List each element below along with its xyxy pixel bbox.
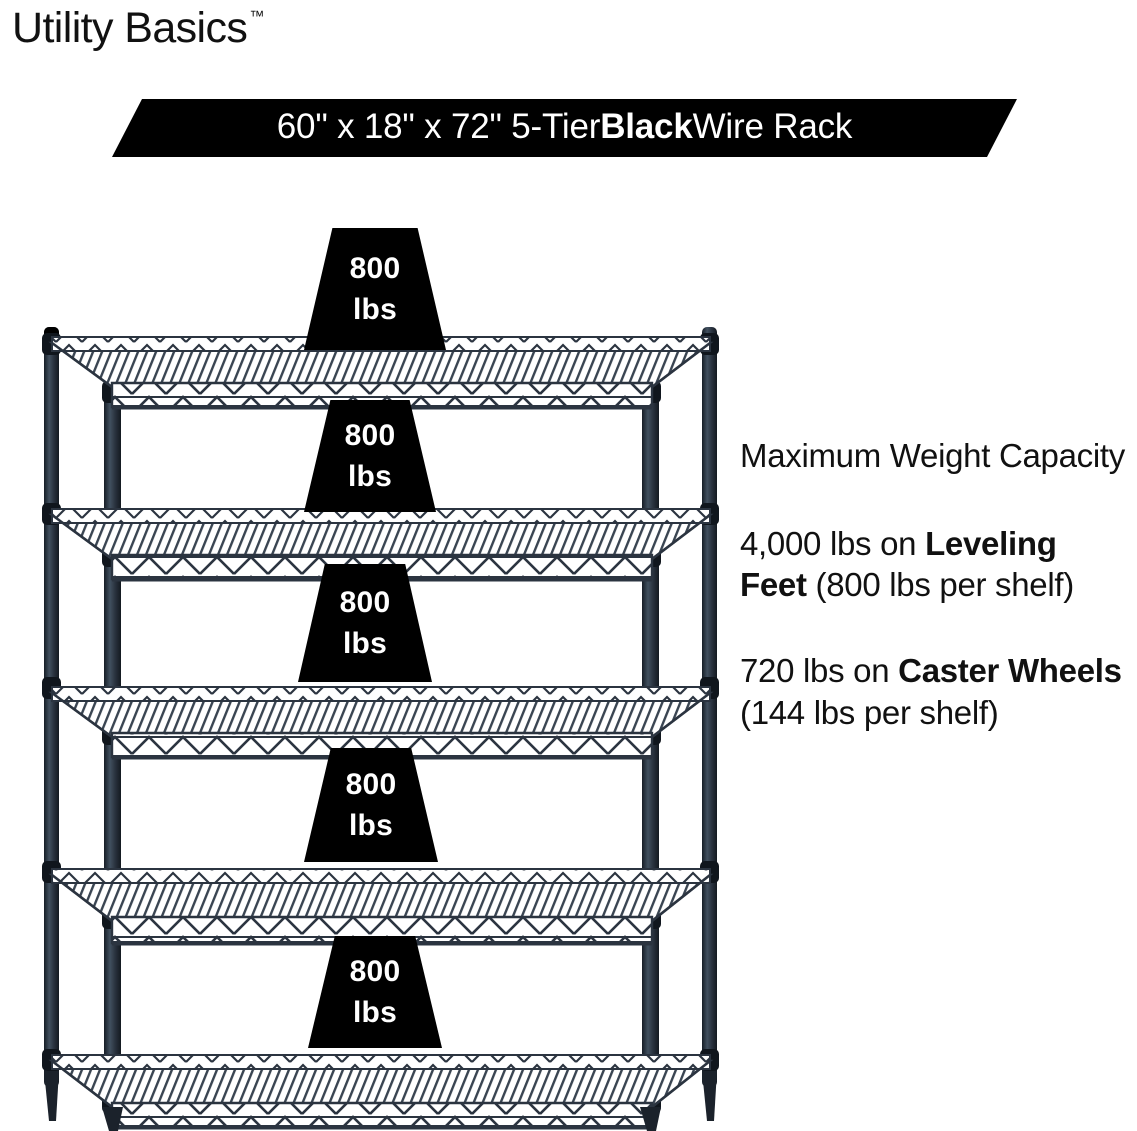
caster-wheels-capacity: 720 lbs on Caster Wheels (144 lbs per sh… xyxy=(740,650,1132,733)
banner-title-suffix: Wire Rack xyxy=(692,107,853,146)
weight-badge-value: 800 xyxy=(349,251,401,285)
banner-background-shape xyxy=(112,99,1017,157)
weight-badge-unit: lbs xyxy=(349,809,393,842)
caster-capacity-suffix: (144 lbs per shelf) xyxy=(740,693,999,731)
weight-badge-unit: lbs xyxy=(353,996,397,1029)
wire-rack-illustration xyxy=(30,215,740,1131)
brand-name: Utility Basics xyxy=(12,4,248,52)
leveling-capacity-suffix: (800 lbs per shelf) xyxy=(806,566,1075,604)
weight-badge-value: 800 xyxy=(339,585,391,619)
weight-badge-tier-3: 800 lbs xyxy=(298,564,432,682)
post-rear-left xyxy=(44,327,59,1087)
weight-badge-unit: lbs xyxy=(343,627,387,660)
leveling-feet-capacity: 4,000 lbs on Leveling Feet (800 lbs per … xyxy=(740,523,1132,606)
weight-badge-value: 800 xyxy=(349,954,401,988)
weight-badge-value: 800 xyxy=(344,418,396,452)
product-title-banner: 60" x 18" x 72" 5-Tier Black Wire Rack xyxy=(112,99,1017,157)
shelf-tier-3 xyxy=(48,686,714,760)
weight-badge-tier-5: 800 lbs xyxy=(308,936,442,1048)
banner-title-prefix: 60" x 18" x 72" 5-Tier xyxy=(276,107,601,146)
caster-capacity-emphasis: Caster Wheels xyxy=(898,652,1122,690)
shelf-tier-4 xyxy=(48,868,714,946)
leveling-feet xyxy=(44,1071,717,1131)
capacity-copy-block: Maximum Weight Capacity 4,000 lbs on Lev… xyxy=(740,436,1132,733)
weight-badge-value: 800 xyxy=(345,767,397,801)
wire-rack-svg xyxy=(42,327,719,1131)
capacity-heading: Maximum Weight Capacity xyxy=(740,437,1125,474)
leveling-capacity-prefix: 4,000 lbs on xyxy=(740,524,926,562)
banner-title-emphasis: Black xyxy=(600,107,693,146)
caster-capacity-prefix: 720 lbs on xyxy=(740,652,899,690)
trademark-symbol: ™ xyxy=(249,8,265,25)
weight-badge-unit: lbs xyxy=(348,460,392,493)
leveling-capacity-emphasis: Leveling Feet xyxy=(740,524,1057,604)
post-rear-right xyxy=(702,327,717,1087)
weight-badge-tier-4: 800 lbs xyxy=(304,748,438,862)
banner-title-text: 60" x 18" x 72" 5-Tier Black Wire Rack xyxy=(112,99,1017,157)
shelf-tier-5 xyxy=(48,1054,714,1130)
weight-badge-unit: lbs xyxy=(353,293,397,326)
